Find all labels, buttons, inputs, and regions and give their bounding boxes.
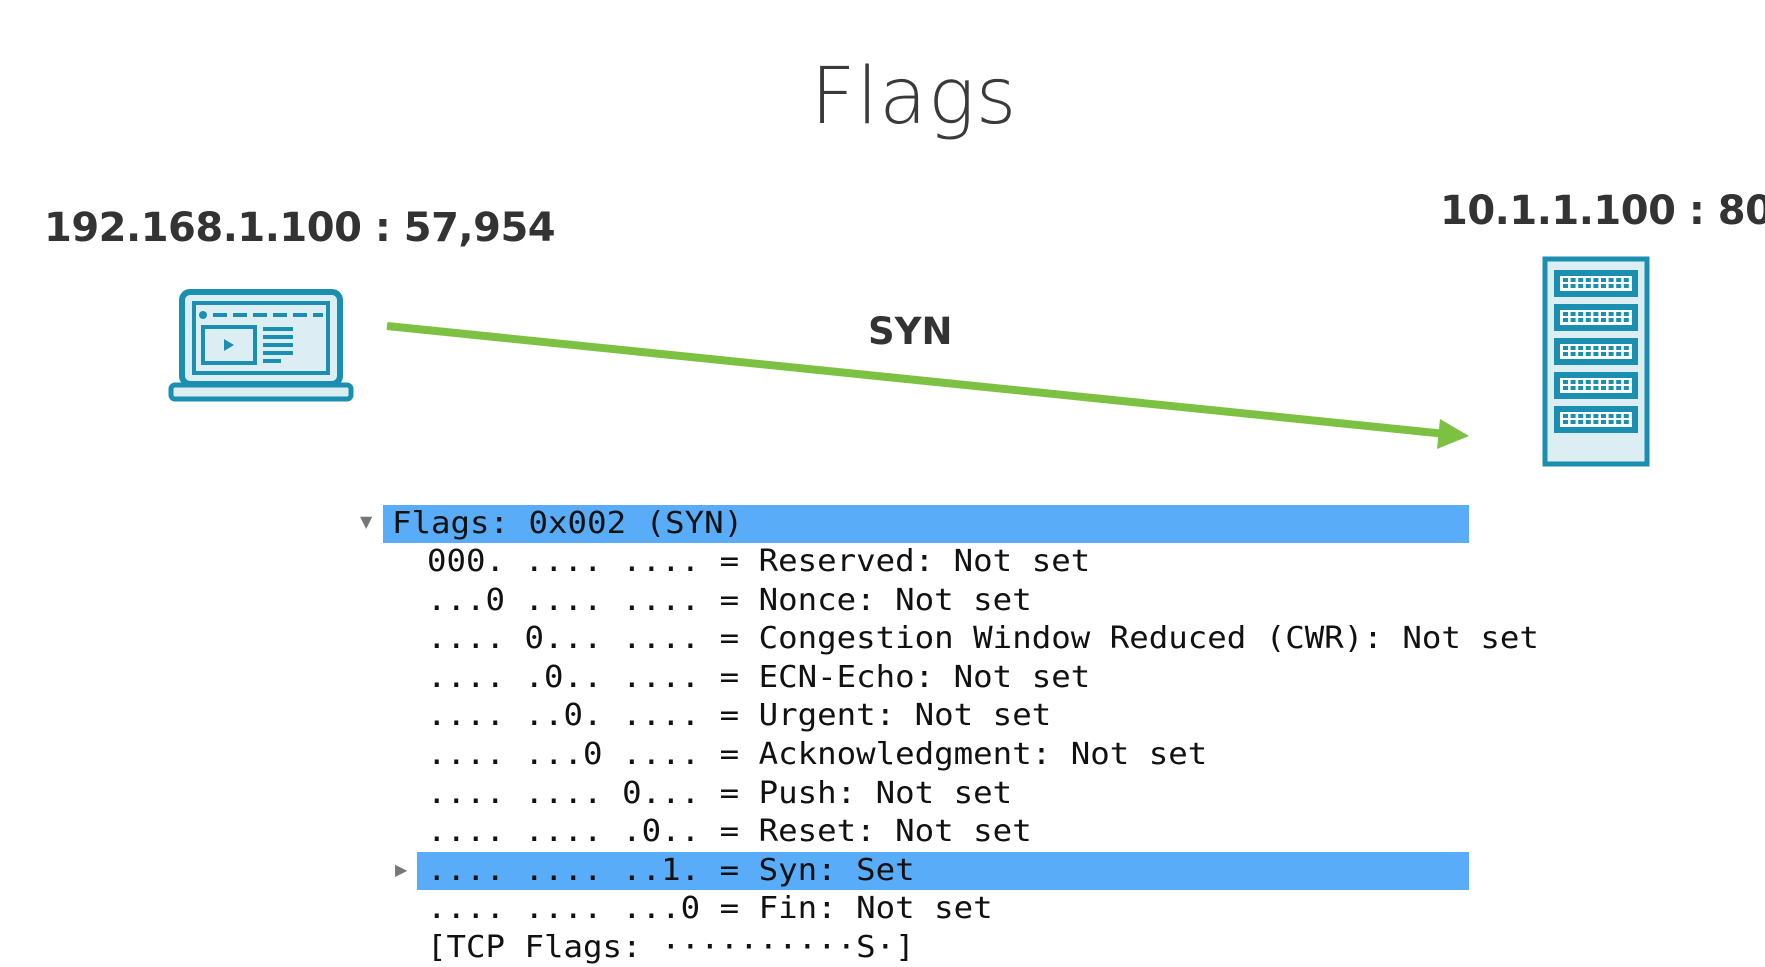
flag-row[interactable]: .... .... ..1. = Syn: Set <box>427 852 915 888</box>
flag-row[interactable]: .... .... ...0 = Fin: Not set <box>427 891 993 927</box>
syn-label: SYN <box>868 310 953 353</box>
server-icon <box>1542 256 1650 467</box>
flag-row[interactable]: .... 0... .... = Congestion Window Reduc… <box>427 621 1539 657</box>
flag-row[interactable]: [TCP Flags: ··········S·] <box>427 930 915 965</box>
slide-title: Flags <box>810 52 1018 142</box>
flags-header-highlight <box>383 505 1469 543</box>
destination-address-label: 10.1.1.100 : 80 <box>1440 188 1765 234</box>
flag-row[interactable]: ...0 .... .... = Nonce: Not set <box>427 582 1032 618</box>
expand-down-icon[interactable]: ▼ <box>360 512 373 531</box>
flag-row[interactable]: .... ..0. .... = Urgent: Not set <box>427 698 1052 734</box>
flag-row[interactable]: .... ...0 .... = Acknowledgment: Not set <box>427 737 1208 772</box>
flag-row[interactable]: .... .0.. .... = ECN-Echo: Not set <box>427 659 1091 695</box>
expand-right-icon[interactable]: ▶ <box>395 859 408 879</box>
laptop-icon <box>168 289 354 402</box>
selected-row-highlight <box>417 851 1469 890</box>
source-address-label: 192.168.1.100 : 57,954 <box>44 205 556 251</box>
flag-row[interactable]: .... .... 0... = Push: Not set <box>427 775 1013 811</box>
flag-row[interactable]: 000. .... .... = Reserved: Not set <box>427 544 1091 579</box>
flag-row[interactable]: .... .... .0.. = Reset: Not set <box>427 814 1032 850</box>
flags-header-row[interactable]: Flags: 0x002 (SYN) <box>392 506 744 541</box>
